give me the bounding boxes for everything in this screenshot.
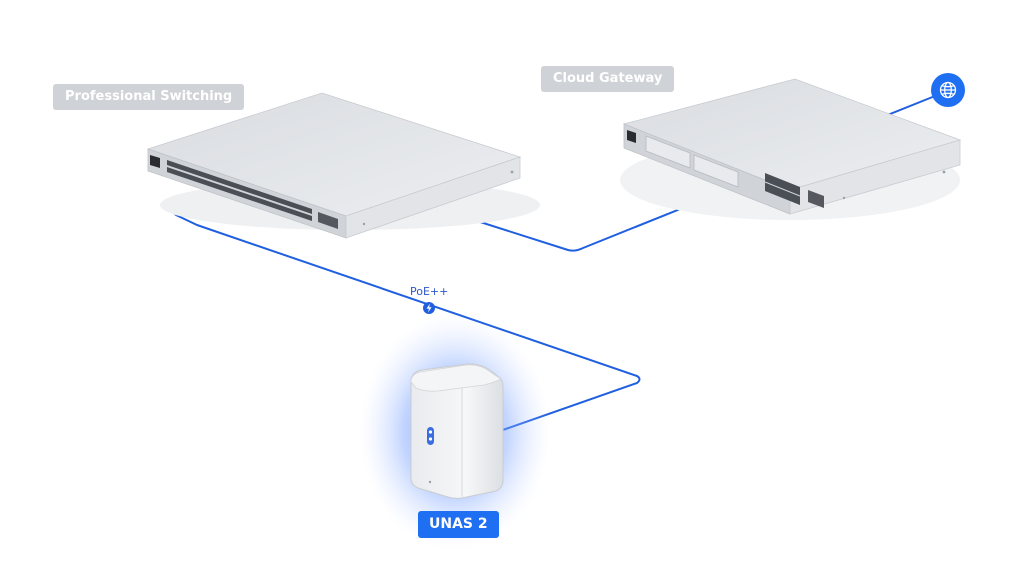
- professional-switch-device[interactable]: [146, 92, 522, 239]
- switch-port-row-top: [167, 160, 312, 214]
- lightning-bolt-icon: [426, 303, 432, 313]
- switch-power-port: [150, 155, 160, 168]
- professional-switching-label: Professional Switching: [53, 84, 245, 110]
- gateway-power-port: [627, 130, 636, 143]
- globe-icon: [939, 81, 957, 99]
- unas-body: [410, 363, 504, 499]
- internet-node[interactable]: [931, 73, 965, 107]
- cloud-gateway-device[interactable]: [622, 78, 962, 215]
- switch-side: [345, 156, 521, 239]
- gateway-side: [789, 139, 961, 215]
- poe-plus-plus-label: PoE++: [410, 285, 449, 298]
- gateway-drive-bay-2: [693, 154, 739, 188]
- gateway-drive-bay-1: [645, 135, 691, 169]
- switch-sfp-ports: [318, 212, 338, 229]
- unas-2-label: UNAS 2: [418, 511, 499, 538]
- link-switch-gateway: [429, 182, 746, 252]
- cloud-gateway-label: Cloud Gateway: [541, 66, 675, 92]
- gateway-sfp-ports: [808, 190, 824, 208]
- switch-port-row-bottom: [167, 167, 312, 221]
- unas-2-device[interactable]: [360, 314, 550, 550]
- poe-node: [423, 302, 435, 314]
- unas-top: [410, 364, 502, 392]
- unas-status-led: [427, 427, 434, 445]
